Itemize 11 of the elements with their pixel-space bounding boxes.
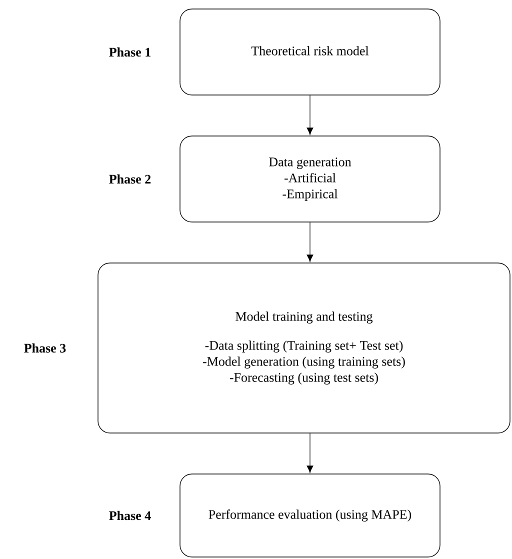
phase-label: Phase 3 (24, 343, 66, 353)
process-box: Data generation -Artificial -Empirical (180, 136, 440, 222)
arrow (306, 222, 314, 262)
process-box: Model training and testing -Data splitting (Training set+ Test set) -Model generation (using training sets) -Forecasting (using test sets) (98, 262, 510, 434)
process-box: Performance evaluation (using MAPE) (180, 474, 440, 558)
arrow (306, 95, 314, 135)
arrow (306, 433, 314, 473)
phase-label: Phase 2 (109, 174, 151, 184)
phase-label: Phase 4 (109, 510, 151, 520)
phase-label: Phase 1 (109, 47, 150, 57)
process-box: Theoretical risk model (180, 8, 440, 96)
